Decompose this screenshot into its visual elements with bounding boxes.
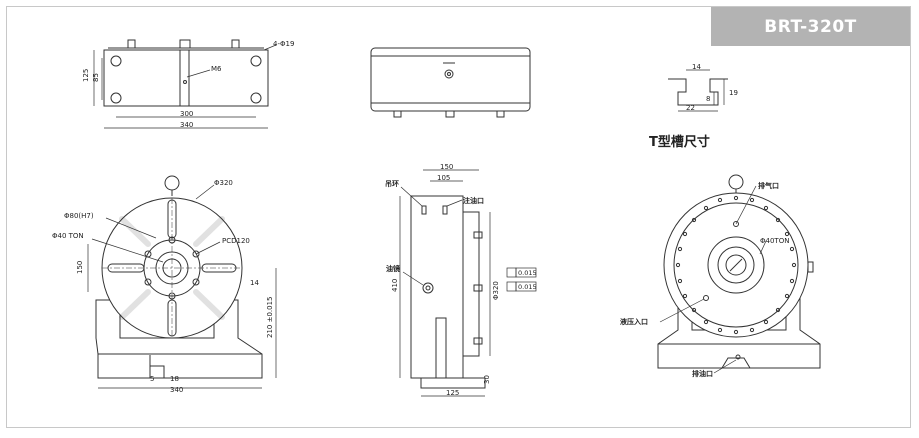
side-dim-410: 410 — [391, 279, 399, 292]
tslot-dim-top: 14 — [692, 63, 701, 71]
tslot-dim-right-b: 8 — [706, 95, 710, 103]
dim-340: 340 — [170, 386, 183, 394]
dia-bore-label: Φ40 TON — [52, 232, 84, 240]
dia-table-label: Φ320 — [214, 179, 233, 187]
dim-210: 210 ±0.015 — [266, 297, 274, 339]
body-side-view — [370, 47, 531, 118]
label-eyebolt: 吊环 — [385, 179, 399, 188]
rear-dia-bore: Φ40TON — [760, 237, 789, 245]
dim-width-inner: 300 — [180, 110, 193, 118]
tol-flat-value: 0.015 — [518, 283, 537, 291]
side-dim-125: 125 — [446, 389, 459, 397]
tol-runout-value: 0.015 — [518, 269, 537, 277]
body-outline — [370, 47, 531, 112]
dim-width-outer: 340 — [180, 121, 193, 129]
dim-5: 5 — [150, 375, 154, 383]
label-oil-window: 油镜 — [386, 264, 400, 273]
side-dim-30: 30 — [483, 375, 491, 384]
pcd-label: PCD120 — [222, 237, 250, 245]
dim-height-outer: 125 — [82, 69, 90, 82]
label-hydraulic: 液压入口 — [620, 317, 648, 326]
mount-hole — [250, 92, 262, 104]
side-dim-320: Φ320 — [492, 281, 500, 300]
label-oil-fill: 注油口 — [463, 196, 484, 205]
mount-hole — [110, 92, 122, 104]
oil-window — [422, 282, 434, 294]
tslot-detail: 14 22 19 8 — [668, 63, 738, 112]
side-body — [410, 195, 464, 379]
hole-spec-label: 4-Φ19 — [273, 40, 294, 48]
dim-height-inner: 85 — [92, 73, 100, 82]
top-view: 4-Φ19 M6 125 85 300 340 — [82, 39, 294, 129]
dim-18: 18 — [170, 375, 179, 383]
dim-14: 14 — [250, 279, 259, 287]
side-dim-105: 105 — [437, 174, 450, 182]
label-drain: 排油口 — [692, 369, 713, 378]
side-view: 150 105 410 Φ320 30 125 0.015 0.015 吊环 注… — [385, 163, 537, 397]
top-view-outline — [103, 49, 269, 107]
rear-view: 排气口 Φ40TON 液压入口 排油口 — [620, 174, 821, 378]
mount-hole — [110, 55, 122, 67]
tslot-dim-bottom: 22 — [686, 104, 695, 112]
dia-center-label: Φ80(H7) — [64, 212, 94, 220]
dim-150: 150 — [76, 261, 84, 274]
mount-hole — [250, 55, 262, 67]
tslot-dim-right-a: 19 — [729, 89, 738, 97]
rear-eyebolt — [728, 174, 744, 190]
front-view: Φ320 Φ80(H7) Φ40 TON PCD120 14 150 210 ±… — [52, 175, 277, 394]
model-badge: BRT-320T — [711, 7, 910, 46]
thread-label: M6 — [211, 65, 222, 73]
tslot-caption: T型槽尺寸 — [649, 135, 710, 150]
label-exhaust: 排气口 — [758, 181, 779, 190]
eyebolt — [164, 175, 180, 191]
side-dim-150: 150 — [440, 163, 453, 171]
